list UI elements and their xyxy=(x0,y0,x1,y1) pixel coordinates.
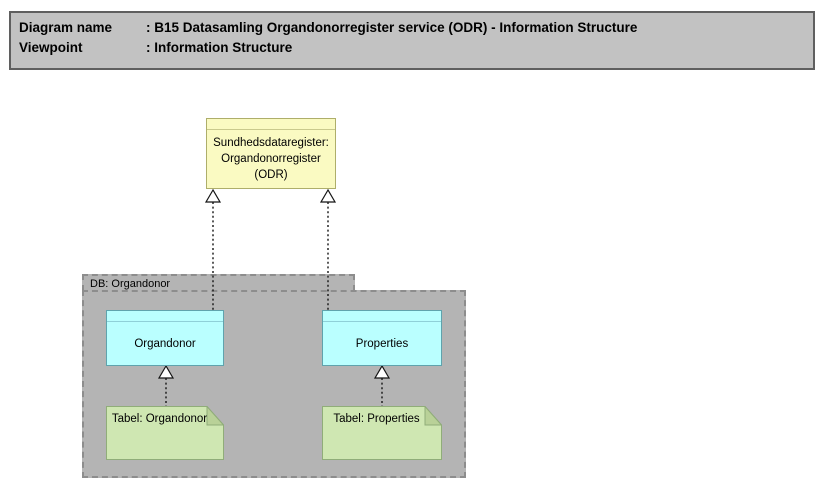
viewpoint-row: Viewpoint : Information Structure xyxy=(19,38,813,58)
note-tabel-properties-label: Tabel: Properties xyxy=(333,413,420,425)
node-properties-label: Properties xyxy=(355,337,409,350)
note-shape xyxy=(106,406,224,460)
viewpoint-value: : Information Structure xyxy=(146,40,293,55)
node-title-strip xyxy=(323,311,441,322)
diagram-name-value: : B15 Datasamling Organdonorregister ser… xyxy=(146,20,638,35)
node-properties[interactable]: Properties xyxy=(322,310,442,366)
hollow-triangle-arrowhead xyxy=(204,188,222,203)
node-title-strip xyxy=(207,119,335,130)
folded-corner xyxy=(206,406,224,426)
diagram-header: Diagram name : B15 Datasamling Organdono… xyxy=(9,11,815,70)
note-tabel-organdonor-label: Tabel: Organdonor xyxy=(111,413,208,425)
node-organdonor[interactable]: Organdonor xyxy=(106,310,224,366)
node-sundhedsdataregister-odr-label: Sundhedsdataregister: Organdonorregister… xyxy=(213,137,329,181)
node-sundhedsdataregister-odr[interactable]: Sundhedsdataregister: Organdonorregister… xyxy=(206,118,336,189)
node-title-strip xyxy=(107,311,223,322)
hollow-triangle-arrowhead xyxy=(319,188,337,203)
diagram-name-label: Diagram name xyxy=(19,20,113,35)
note-shape xyxy=(322,406,442,460)
folded-corner xyxy=(424,406,442,426)
node-organdonor-label: Organdonor xyxy=(134,337,196,350)
group-db-organdonor-tab: DB: Organdonor xyxy=(82,274,355,291)
viewpoint-label: Viewpoint xyxy=(19,40,83,55)
diagram-name-row: Diagram name : B15 Datasamling Organdono… xyxy=(19,18,813,38)
note-tabel-organdonor[interactable]: Tabel: Organdonor xyxy=(106,406,224,460)
note-tabel-properties[interactable]: Tabel: Properties xyxy=(322,406,442,460)
group-db-organdonor-label: DB: Organdonor xyxy=(90,278,171,290)
